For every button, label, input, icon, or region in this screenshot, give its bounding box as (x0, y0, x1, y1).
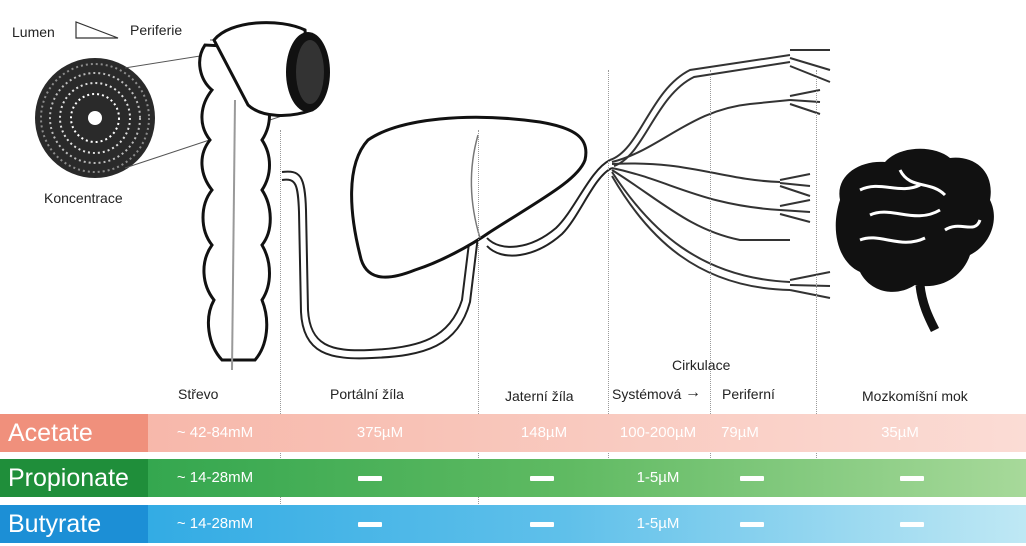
label-periferie: Periferie (130, 22, 182, 38)
capillary-forks-icon (780, 50, 830, 298)
label-cirkulace: Cirkulace (672, 357, 730, 373)
illustration (0, 0, 1026, 410)
dash-propionate-jaterni: — (530, 476, 554, 481)
row-name-acetate: Acetate (0, 414, 148, 452)
arrow-icon: → (685, 384, 701, 402)
circulation-branches-icon (610, 55, 790, 290)
column-mok: Mozkomíšní mok (862, 388, 968, 404)
gradient-triangle-icon (76, 22, 118, 38)
label-lumen: Lumen (12, 24, 55, 40)
cell-acetate-mok: 35µM (840, 414, 960, 452)
row-name-propionate: Propionate (0, 459, 148, 497)
label-koncentrace: Koncentrace (44, 190, 123, 206)
dash-butyrate-periferni: — (740, 522, 764, 527)
cell-propionate-strevo: ~ 14-28mM (150, 459, 280, 497)
brain-icon (836, 149, 994, 330)
row-propionate: Propionate ~ 14-28mM — — 1-5µM — — (0, 459, 1026, 497)
cell-acetate-portalni: 375µM (290, 414, 470, 452)
cell-propionate-systemova: 1-5µM (606, 459, 710, 497)
dash-butyrate-mok: — (900, 522, 924, 527)
row-butyrate: Butyrate ~ 14-28mM — — 1-5µM — — (0, 505, 1026, 543)
row-acetate: Acetate ~ 42-84mM 375µM 148µM 100-200µM … (0, 414, 1026, 452)
column-systemova: Systémová (612, 386, 681, 402)
row-name-butyrate: Butyrate (0, 505, 148, 543)
lumen-cross-section-icon (35, 58, 155, 178)
cell-acetate-systemova: 100-200µM (606, 414, 710, 452)
dash-propionate-portalni: — (358, 476, 382, 481)
dash-butyrate-portalni: — (358, 522, 382, 527)
cell-acetate-periferni: 79µM (710, 414, 770, 452)
dash-propionate-periferni: — (740, 476, 764, 481)
column-portalni: Portální žíla (330, 386, 404, 402)
cell-butyrate-systemova: 1-5µM (606, 505, 710, 543)
column-strevo: Střevo (178, 386, 218, 402)
column-periferni: Periferní (722, 386, 775, 402)
dash-propionate-mok: — (900, 476, 924, 481)
cell-acetate-strevo: ~ 42-84mM (150, 414, 280, 452)
column-jaterni: Jaterní žíla (505, 388, 573, 404)
cell-acetate-jaterni: 148µM (480, 414, 608, 452)
cell-butyrate-strevo: ~ 14-28mM (150, 505, 280, 543)
dash-butyrate-jaterni: — (530, 522, 554, 527)
